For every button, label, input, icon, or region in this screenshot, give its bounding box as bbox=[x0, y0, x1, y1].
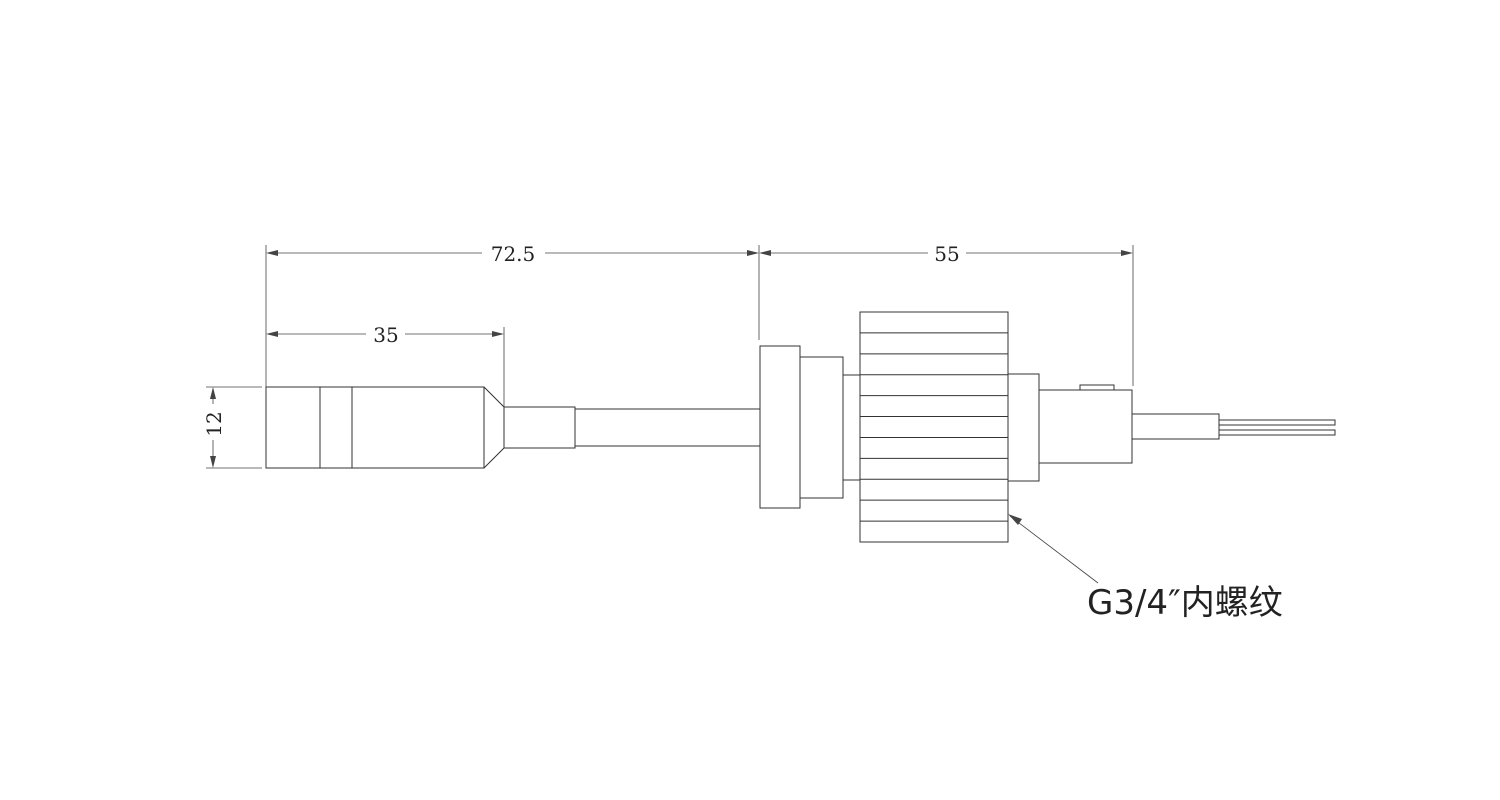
housing-tab bbox=[1079, 384, 1115, 391]
dimension-right-label: 55 bbox=[934, 242, 959, 266]
dimension-diameter: 12 bbox=[202, 387, 226, 468]
nut-thread-lines bbox=[860, 332, 1008, 522]
dimension-probe-label: 35 bbox=[373, 323, 398, 347]
threaded-nut bbox=[859, 311, 1009, 543]
probe-tip bbox=[265, 386, 505, 469]
nut-outline bbox=[859, 311, 1009, 543]
flange-collar bbox=[799, 356, 844, 499]
leader-line bbox=[1009, 515, 1099, 584]
housing-body bbox=[1038, 389, 1133, 464]
probe-cable bbox=[574, 408, 761, 447]
thread-callout: G3/4″内螺纹 bbox=[1008, 514, 1283, 623]
dimension-diameter-label: 12 bbox=[202, 411, 226, 436]
dimension-overall-label: 72.5 bbox=[491, 242, 536, 266]
wire-lead-2 bbox=[1218, 429, 1336, 436]
flange bbox=[759, 345, 801, 509]
dimension-probe: 35 bbox=[266, 323, 504, 347]
thread-callout-label: G3/4″内螺纹 bbox=[1087, 583, 1283, 623]
outlet-cable bbox=[1131, 413, 1220, 440]
probe-taper bbox=[483, 386, 505, 469]
housing-collar bbox=[1007, 373, 1040, 482]
probe-body bbox=[265, 386, 485, 469]
dimension-right: 55 bbox=[759, 242, 1133, 266]
leader-arrow bbox=[1008, 514, 1022, 525]
probe-sleeve bbox=[503, 406, 576, 449]
dimension-overall: 72.5 bbox=[266, 242, 759, 266]
neck bbox=[842, 374, 861, 481]
wire-lead-1 bbox=[1218, 419, 1336, 426]
